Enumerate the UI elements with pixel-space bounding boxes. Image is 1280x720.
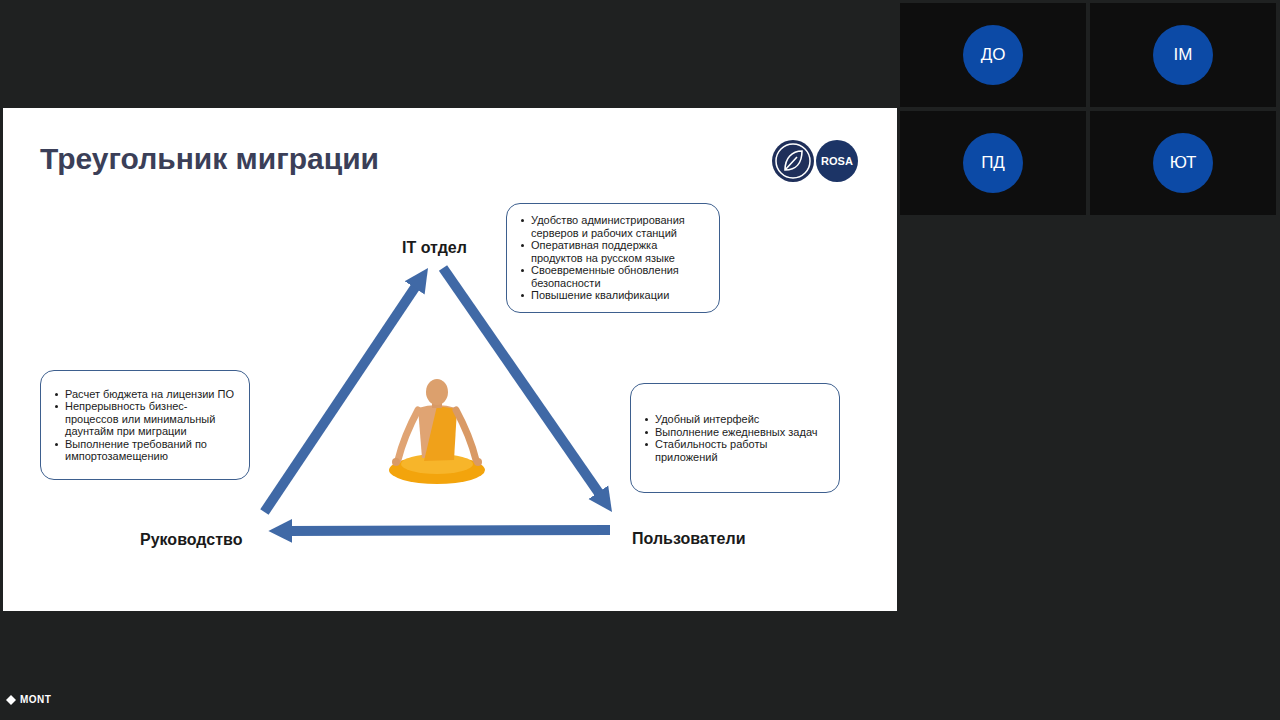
vertex-label: Руководство (140, 530, 242, 549)
bullet-box: Удобный интерфейсВыполнение ежедневных з… (630, 383, 840, 493)
flow-arrow (264, 283, 418, 512)
vertex-title: Пользователи (632, 529, 745, 548)
logo-circle (772, 140, 814, 182)
bullet-item: Расчет бюджета на лицензии ПО (53, 388, 241, 401)
bullet-item: Непрерывность бизнес-процессов или миним… (53, 400, 241, 438)
vertex-title: IT отдел (402, 238, 467, 257)
participant-initials: ДО (963, 25, 1023, 85)
participant-initials: ПД (963, 133, 1023, 193)
participant-tile: IM (1090, 3, 1276, 107)
logo-ring (776, 144, 810, 178)
mont-icon (6, 695, 16, 705)
bullet-item: Повышение квалификации (519, 289, 711, 302)
vertex-title: Руководство (140, 530, 242, 549)
logo-leaf (785, 151, 802, 170)
bullet-item: Выполнение ежедневных задач (643, 426, 831, 439)
bullet-item: Оперативная поддержка продуктов на русск… (519, 239, 711, 264)
participant-tile: ДО (900, 3, 1086, 107)
meditating-monk (389, 379, 485, 484)
footer-logo: MONT (20, 694, 51, 705)
bullet-box: Удобство администрирования серверов и ра… (506, 203, 720, 313)
logo-circle (816, 140, 858, 182)
participant-initials: IM (1153, 25, 1213, 85)
participant-tile: ПД (900, 111, 1086, 215)
slide-background (3, 108, 897, 611)
bullet-item: Стабильность работы приложений (643, 438, 831, 463)
slide-title: Треугольник миграции (40, 142, 379, 176)
bullet-item: Своевременные обновления безопасности (519, 264, 711, 289)
bullet-item: Удобство администрирования серверов и ра… (519, 214, 711, 239)
bullet-item: Удобный интерфейс (643, 413, 831, 426)
vertex-label: IT отдел (402, 238, 467, 257)
bullet-item: Выполнение требований по импортозамещени… (53, 438, 241, 463)
vertex-label: Пользователи (632, 529, 745, 548)
bullet-box: Расчет бюджета на лицензии ПОНепрерывнос… (40, 370, 250, 480)
participant-tile: ЮТ (1090, 111, 1276, 215)
flow-arrow (286, 525, 610, 536)
logo-text: ROSA (821, 155, 853, 167)
participant-initials: ЮТ (1153, 133, 1213, 193)
